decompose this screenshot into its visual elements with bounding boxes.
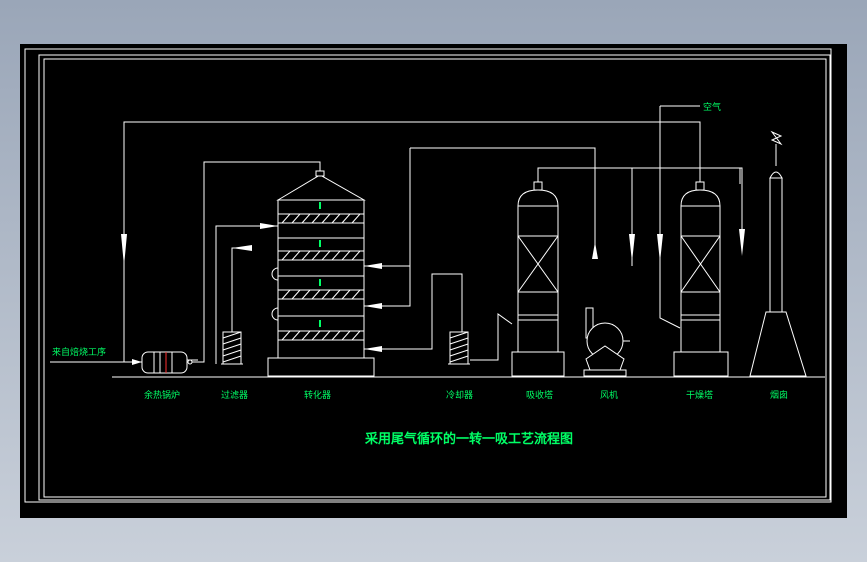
- absorption-tower: [511, 181, 565, 377]
- label-boiler: 余热锅炉: [144, 389, 180, 401]
- arrow-air: [657, 234, 663, 262]
- arrow-down-1: [629, 234, 635, 262]
- label-absorber: 吸收塔: [526, 389, 553, 401]
- filter: [221, 331, 243, 365]
- arrow-cooler: [364, 346, 382, 352]
- waste-heat-boiler: [141, 351, 198, 374]
- catalyst-bed-3: [277, 289, 365, 300]
- inlet-label: 来自焙烧工序: [52, 346, 106, 358]
- catalyst-bed-2: [277, 250, 365, 261]
- line-back-to-converter: [364, 148, 411, 307]
- flow-arrow-down: [121, 234, 127, 266]
- label-fan: 风机: [600, 389, 618, 401]
- catalyst-bed-4: [277, 330, 365, 341]
- line-cooler-absorber: [470, 313, 513, 361]
- line-converter-return: [215, 225, 278, 364]
- inlet-arrow: [132, 359, 142, 365]
- line-filter-up: [231, 247, 252, 332]
- line-absorber-top: [537, 167, 741, 184]
- outer-frame: [24, 48, 832, 503]
- inner-frame: [43, 58, 827, 498]
- arrow-filter: [232, 245, 252, 251]
- label-filter: 过滤器: [221, 389, 248, 401]
- fan: [583, 307, 630, 377]
- arrow-fan-up: [592, 242, 598, 259]
- outer-frame-2: [38, 54, 831, 501]
- arrow-return-converter: [364, 263, 382, 269]
- arrow-stack: [739, 229, 745, 256]
- line-stack-feed: [740, 167, 743, 232]
- chimney: [749, 130, 807, 377]
- label-stack: 烟囱: [770, 389, 788, 401]
- label-cooler: 冷却器: [446, 389, 473, 401]
- converter: [267, 170, 375, 377]
- drying-tower: [673, 181, 729, 377]
- air-label: 空气: [703, 101, 721, 113]
- line-converter-cooler: [364, 273, 463, 350]
- arrow-into-converter: [260, 223, 278, 229]
- process-flow-diagram: 来自焙烧工序 余热锅炉 过滤器: [24, 48, 832, 503]
- label-dryer: 干燥塔: [686, 389, 713, 401]
- cooler: [448, 331, 470, 365]
- diagram-title: 采用尾气循环的一转一吸工艺流程图: [364, 431, 573, 447]
- line-top-fan: [410, 147, 596, 259]
- label-converter: 转化器: [304, 389, 331, 401]
- line-boiler-converter: [192, 161, 321, 363]
- arrow-back-converter: [364, 303, 382, 309]
- line-air: [659, 106, 681, 329]
- drawing-canvas: 来自焙烧工序 余热锅炉 过滤器: [20, 44, 847, 518]
- catalyst-bed-1: [277, 213, 365, 224]
